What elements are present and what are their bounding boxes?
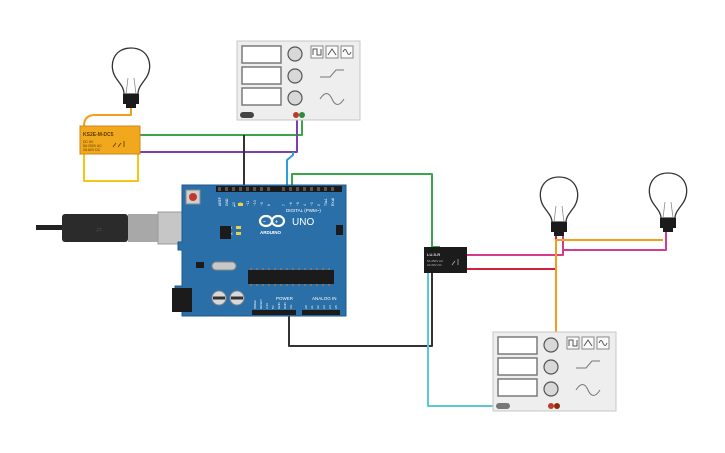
power-jack[interactable]	[172, 288, 192, 312]
relay-right-line-1: 5A 250V AC	[427, 259, 444, 263]
pin-label: RX◂0	[331, 198, 335, 206]
power-pin-label: GND	[277, 302, 281, 310]
relay-symbol-icon	[112, 141, 125, 148]
digital-label: DIGITAL (PWM~)	[286, 208, 321, 213]
power-supply-bottom[interactable]	[492, 331, 617, 412]
display-2	[241, 66, 282, 85]
wire-magenta[interactable]	[466, 231, 667, 256]
wire-red[interactable]	[466, 234, 557, 270]
power-pin-label: IOREF	[253, 300, 257, 309]
relay-left-line-3: 2A 60V DC	[83, 148, 101, 152]
arduino-logo-icon	[258, 214, 286, 228]
usb-chip	[220, 226, 231, 239]
power-label: POWER	[276, 296, 294, 301]
terminal-negative[interactable]	[293, 112, 299, 118]
analog-pin-label: A1	[310, 305, 314, 309]
digital-header[interactable]	[216, 186, 342, 192]
atmega-chip	[248, 270, 334, 284]
pin-label: ~11	[246, 200, 250, 206]
waveform-icon	[320, 69, 344, 78]
usb-cable[interactable]: ⇄	[36, 211, 205, 245]
terminal-positive[interactable]	[299, 112, 305, 118]
wire-green-top[interactable]	[138, 114, 303, 136]
knob-1[interactable]	[543, 337, 559, 353]
pin-label: GND	[225, 198, 229, 206]
pin-label: TX▸1	[324, 198, 328, 206]
knob-1[interactable]	[287, 46, 303, 62]
light-bulb-left[interactable]	[111, 47, 151, 108]
knob-2[interactable]	[287, 68, 303, 84]
pin-label: 7	[282, 204, 286, 206]
terminal-positive[interactable]	[554, 403, 560, 409]
power-switch[interactable]	[240, 112, 254, 118]
pin-label: AREF	[218, 197, 222, 206]
model-label: UNO	[292, 217, 314, 228]
waveform-icon-2	[575, 384, 601, 396]
power-header[interactable]	[252, 310, 296, 315]
svg-text:+: +	[275, 220, 278, 226]
display-1	[497, 336, 538, 355]
triangle-wave-button[interactable]	[325, 45, 339, 59]
light-bulb-middle[interactable]	[539, 176, 579, 236]
pin-label: ~5	[296, 202, 300, 206]
triangle-wave-button[interactable]	[581, 336, 595, 350]
power-pin-label: RESET	[259, 299, 263, 309]
analog-pin-label: A4	[328, 305, 332, 309]
display-3	[241, 87, 282, 106]
relay-symbol-icon	[451, 259, 459, 266]
knob-3[interactable]	[287, 90, 303, 106]
relay-right-line-2: 2A 60V DC	[427, 263, 443, 267]
brand-label: ARDUINO	[260, 230, 281, 235]
power-pin-label: GND	[283, 302, 287, 310]
analog-pin-label: A3	[322, 305, 326, 309]
terminal-negative[interactable]	[548, 403, 554, 409]
pin-label: 13	[232, 202, 236, 206]
led-l-label: L	[234, 204, 236, 208]
display-2	[497, 357, 538, 376]
wire-blue-pin[interactable]	[286, 152, 294, 188]
waveform-icon	[576, 360, 600, 369]
power-pin-label: 3.3V	[265, 303, 269, 309]
relay-right-part: LU-5-R	[427, 252, 440, 257]
analog-pin-label: A5	[334, 305, 338, 309]
pin-label: 2	[317, 204, 321, 206]
analog-pin-label: A2	[316, 305, 320, 309]
regulator-chip	[196, 262, 204, 268]
arduino-uno[interactable]: AREF GND 13 12 ~11 ~10 ~9 8 7 ~6 ~5 4 ~3…	[172, 184, 347, 317]
display-3	[497, 378, 538, 397]
light-bulb-right[interactable]	[648, 172, 688, 232]
pin-label: ~10	[253, 200, 257, 206]
relay-left-line-2: 5A 250V AC	[83, 144, 102, 148]
usb-icon: ⇄	[96, 227, 102, 234]
icsp-header	[336, 225, 343, 235]
wire-purple[interactable]	[138, 114, 298, 153]
analog-pin-label: A0	[304, 305, 308, 309]
relay-left-part: KS2E-M-DC5	[83, 132, 114, 138]
relay-left-line-1: DC 5V	[83, 140, 94, 144]
analog-label: ANALOG IN	[312, 296, 337, 301]
display-1	[241, 45, 282, 64]
relay-left[interactable]: KS2E-M-DC5 DC 5V 5A 250V AC 2A 60V DC	[79, 125, 141, 155]
svg-text:−: −	[263, 219, 266, 225]
analog-header[interactable]	[302, 310, 340, 315]
power-switch[interactable]	[496, 403, 510, 409]
wire-yellow-lamp[interactable]	[83, 134, 139, 182]
pin-label: ~6	[289, 202, 293, 206]
knob-2[interactable]	[543, 359, 559, 375]
pin-label: 8	[267, 204, 271, 206]
power-pin-label: 5V	[271, 305, 275, 309]
pin-label: ~9	[260, 202, 264, 206]
relay-right[interactable]: LU-5-R 5A 250V AC 2A 60V DC	[424, 247, 467, 273]
wire-black-bottom[interactable]	[288, 272, 433, 347]
knob-3[interactable]	[543, 381, 559, 397]
pin-label: ~3	[310, 202, 314, 206]
pin-label: 4	[303, 204, 307, 206]
wire-cyan[interactable]	[427, 272, 506, 407]
crystal-oscillator	[211, 261, 237, 271]
waveform-icon-2	[319, 93, 345, 105]
power-supply-top[interactable]	[236, 40, 361, 121]
power-pin-label: Vin	[289, 304, 293, 309]
